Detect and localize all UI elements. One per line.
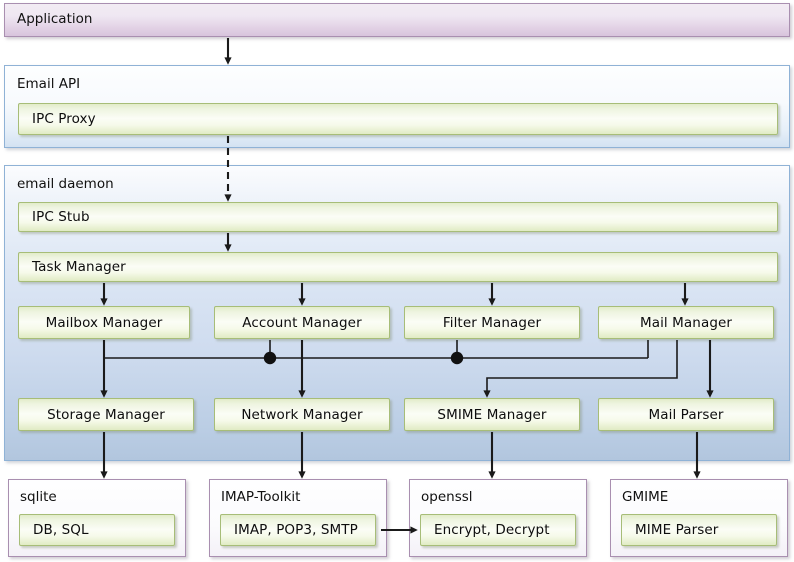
library-gmime-caption: GMIME: [622, 489, 669, 505]
module-mailbox-manager-label: Mailbox Manager: [45, 314, 163, 331]
module-filter-manager[interactable]: Filter Manager: [404, 306, 580, 339]
module-smime-manager[interactable]: SMIME Manager: [404, 398, 580, 431]
module-ipc-stub-label: IPC Stub: [32, 209, 90, 225]
module-ipc-stub[interactable]: IPC Stub: [18, 202, 778, 232]
module-imap-pop3-smtp-label: IMAP, POP3, SMTP: [234, 522, 358, 538]
module-encrypt-decrypt-label: Encrypt, Decrypt: [434, 522, 550, 538]
module-task-manager[interactable]: Task Manager: [18, 252, 778, 282]
module-ipc-proxy-label: IPC Proxy: [32, 111, 96, 127]
module-mime-parser[interactable]: MIME Parser: [621, 514, 777, 546]
library-openssl-caption: openssl: [421, 489, 473, 505]
module-mail-manager-label: Mail Manager: [639, 314, 733, 331]
module-mime-parser-label: MIME Parser: [635, 522, 719, 538]
module-mail-parser-label: Mail Parser: [648, 406, 724, 423]
layer-email-api-caption: Email API: [17, 76, 81, 92]
library-sqlite-caption: sqlite: [20, 489, 57, 505]
module-storage-manager-label: Storage Manager: [47, 406, 165, 423]
module-db-sql-label: DB, SQL: [33, 522, 89, 538]
module-encrypt-decrypt[interactable]: Encrypt, Decrypt: [420, 514, 576, 546]
module-network-manager[interactable]: Network Manager: [214, 398, 390, 431]
module-mail-parser[interactable]: Mail Parser: [598, 398, 774, 431]
module-mail-manager[interactable]: Mail Manager: [598, 306, 774, 339]
library-imap-toolkit-caption: IMAP-Toolkit: [221, 489, 301, 505]
module-storage-manager[interactable]: Storage Manager: [18, 398, 194, 431]
module-network-manager-label: Network Manager: [241, 406, 363, 423]
module-task-manager-label: Task Manager: [32, 259, 126, 275]
module-mailbox-manager[interactable]: Mailbox Manager: [18, 306, 190, 339]
module-db-sql[interactable]: DB, SQL: [19, 514, 175, 546]
layer-email-daemon-caption: email daemon: [17, 176, 114, 192]
module-ipc-proxy[interactable]: IPC Proxy: [18, 103, 778, 135]
layer-application-caption: Application: [17, 11, 93, 27]
layer-application: [4, 3, 790, 37]
module-account-manager[interactable]: Account Manager: [214, 306, 390, 339]
module-filter-manager-label: Filter Manager: [442, 314, 542, 331]
module-imap-pop3-smtp[interactable]: IMAP, POP3, SMTP: [220, 514, 376, 546]
module-account-manager-label: Account Manager: [242, 314, 362, 331]
module-smime-manager-label: SMIME Manager: [437, 406, 547, 423]
